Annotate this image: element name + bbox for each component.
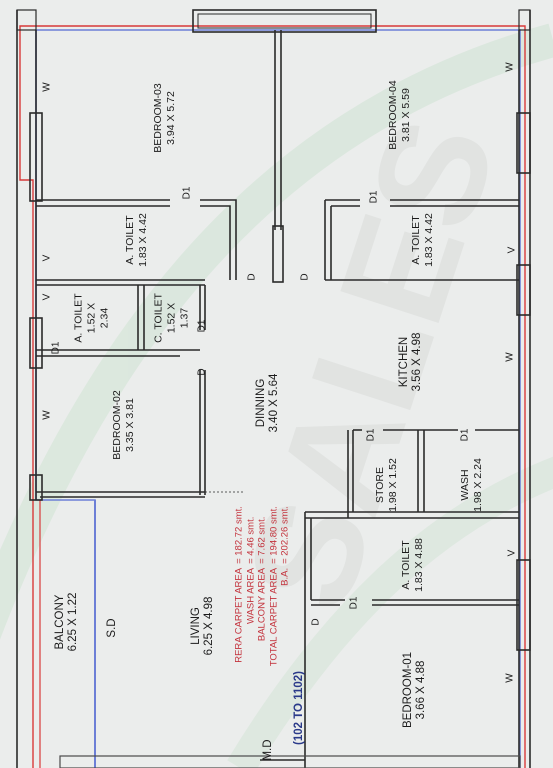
- room-wash: WASH 1.98 X 2.24: [459, 458, 485, 512]
- room-dims-1: 1.52 X: [85, 302, 98, 334]
- room-dims: 6.25 X 4.98: [203, 596, 215, 656]
- room-dims: 1.98 X 1.52: [387, 458, 399, 512]
- area-row: WASH AREA= 4.46 smt.: [244, 516, 256, 625]
- window-mark: W: [504, 62, 516, 72]
- vent-mark: V: [41, 293, 53, 301]
- room-store: STORE 1.98 X 1.52: [374, 458, 400, 512]
- room-name: A. TOILET: [410, 215, 422, 265]
- room-name: WASH: [459, 469, 471, 501]
- area-row: TOTAL CARPET AREA= 194.80 smt.: [267, 506, 279, 667]
- room-dims-2: 2.34: [98, 307, 111, 329]
- room-kitchen: KITCHEN 3.56 X 4.98: [398, 333, 424, 392]
- room-a-toilet-top-right: A. TOILET 1.83 X 4.42: [410, 213, 436, 267]
- room-name: A. TOILET: [124, 215, 136, 265]
- main-door-label: M.D: [262, 739, 274, 761]
- door1-mark: D1: [196, 319, 208, 333]
- room-bedroom-02: BEDROOM-02 3.35 X 3.81: [111, 390, 137, 459]
- room-dims: 3.40 X 5.64: [268, 373, 280, 433]
- door1-mark: D1: [368, 190, 380, 204]
- room-dims: 1.98 X 2.24: [472, 458, 484, 512]
- door1-mark: D1: [50, 341, 62, 355]
- flat-range-label: (102 TO 1102): [293, 671, 305, 745]
- window-mark: W: [504, 352, 516, 362]
- room-name: C. TOILET: [152, 293, 165, 343]
- red-outline: [19, 25, 526, 768]
- room-dims: 3.35 X 3.81: [124, 398, 136, 452]
- window-mark: W: [504, 673, 516, 683]
- room-living: LIVING 6.25 X 4.98: [190, 597, 216, 656]
- door-mark: D: [196, 368, 208, 376]
- area-row: B.A.= 202.26 smt.: [279, 506, 291, 586]
- door1-mark: D1: [365, 428, 377, 442]
- door-mark: D: [310, 618, 322, 626]
- room-name: A. TOILET: [400, 540, 412, 590]
- room-name: DINNING: [255, 378, 267, 428]
- window-mark: W: [41, 82, 53, 92]
- room-dims: 3.56 X 4.98: [411, 332, 423, 392]
- area-row: BALCONY AREA= 7.62 smt.: [256, 516, 268, 642]
- room-name: KITCHEN: [398, 336, 410, 388]
- room-dims: 3.81 X 5.59: [400, 88, 412, 142]
- room-name: BEDROOM-01: [402, 651, 414, 729]
- room-balcony: BALCONY 6.25 X 1.22: [54, 593, 80, 652]
- room-dinning: DINNING 3.40 X 5.64: [255, 374, 281, 433]
- area-row: RERA CARPET AREA= 182.72 smt.: [233, 506, 245, 663]
- door-mark: D: [246, 273, 258, 281]
- room-a-toilet-bottom: A. TOILET 1.83 X 4.88: [400, 538, 426, 592]
- door1-mark: D1: [348, 596, 360, 610]
- room-dims-2: 1.37: [178, 307, 191, 329]
- room-dims: 1.83 X 4.42: [137, 213, 149, 267]
- room-name: BEDROOM-03: [152, 83, 164, 153]
- room-dims: 3.94 X 5.72: [165, 91, 177, 145]
- room-a-toilet-small: A. TOILET 1.52 X 2.34: [73, 293, 112, 342]
- area-statement: RERA CARPET AREA= 182.72 smt. WASH AREA=…: [233, 506, 291, 670]
- room-name: LIVING: [190, 607, 202, 645]
- room-a-toilet-top-left: A. TOILET 1.83 X 4.42: [124, 213, 150, 267]
- room-dims: 1.83 X 4.88: [413, 538, 425, 592]
- room-dims: 3.66 X 4.88: [415, 660, 427, 720]
- door-mark: D: [299, 273, 311, 281]
- sliding-door-label: S.D: [106, 618, 118, 638]
- vent-mark: V: [506, 246, 518, 254]
- door1-mark: D1: [459, 428, 471, 442]
- room-name: BEDROOM-02: [111, 390, 123, 460]
- room-bedroom-04: BEDROOM-04 3.81 X 5.59: [387, 80, 413, 149]
- column-marks: [16, 9, 531, 31]
- window-mark: W: [41, 410, 53, 420]
- room-dims: 6.25 X 1.22: [67, 592, 79, 652]
- room-bedroom-03: BEDROOM-03 3.94 X 5.72: [152, 83, 178, 152]
- room-name: BALCONY: [54, 594, 66, 650]
- room-name: STORE: [374, 467, 386, 503]
- room-c-toilet: C. TOILET 1.52 X 1.37: [153, 293, 192, 343]
- door1-mark: D1: [181, 186, 193, 200]
- vent-mark: V: [41, 254, 53, 262]
- room-name: BEDROOM-04: [387, 80, 399, 150]
- room-bedroom-01: BEDROOM-01 3.66 X 4.88: [402, 652, 428, 728]
- room-name: A. TOILET: [72, 293, 85, 343]
- room-dims-1: 1.52 X: [165, 302, 178, 334]
- walls: [16, 9, 531, 768]
- vent-mark: V: [506, 549, 518, 557]
- room-dims: 1.83 X 4.42: [423, 213, 435, 267]
